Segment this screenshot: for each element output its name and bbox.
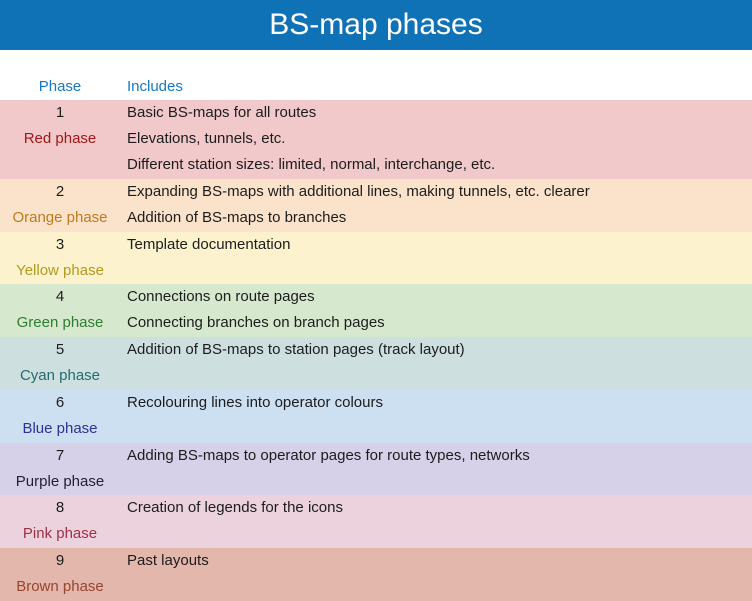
- phase-cell: 7 Purple phase: [0, 443, 120, 496]
- phase-number: 7: [55, 446, 65, 464]
- includes-cell: Past layouts: [127, 548, 752, 601]
- phase-row: 2 Orange phase Expanding BS-maps with ad…: [0, 178, 752, 232]
- phase-table-body: 1 Red phase Basic BS-maps for all routes…: [0, 100, 752, 601]
- include-item: Addition of BS-maps to branches: [127, 208, 347, 226]
- phase-row: 3 Yellow phase Template documentation: [0, 231, 752, 285]
- phase-number: 4: [55, 288, 65, 306]
- phase-label: Yellow phase: [16, 261, 104, 279]
- include-item: Connections on route pages: [127, 288, 315, 306]
- phase-cell: 8 Pink phase: [0, 495, 120, 548]
- includes-cell: Template documentation: [127, 232, 752, 285]
- phase-label: Orange phase: [12, 208, 108, 226]
- phase-number: 2: [55, 182, 65, 200]
- phase-label: Purple phase: [15, 472, 105, 490]
- includes-cell: Adding BS-maps to operator pages for rou…: [127, 443, 752, 496]
- phase-row: 6 Blue phase Recolouring lines into oper…: [0, 389, 752, 443]
- include-item: Recolouring lines into operator colours: [127, 393, 383, 411]
- includes-cell: Expanding BS-maps with additional lines,…: [127, 179, 752, 232]
- phase-number: 6: [55, 393, 65, 411]
- phase-cell: 4 Green phase: [0, 284, 120, 337]
- title-bar: BS-map phases: [0, 0, 752, 50]
- phase-label: Red phase: [23, 130, 97, 147]
- phase-number: 8: [55, 499, 65, 517]
- includes-cell: Recolouring lines into operator colours: [127, 390, 752, 443]
- phase-cell: 6 Blue phase: [0, 390, 120, 443]
- phase-number: 1: [55, 104, 65, 121]
- column-header-phase: Phase: [38, 78, 82, 95]
- include-item: Past layouts: [127, 552, 209, 570]
- phase-cell: 5 Cyan phase: [0, 337, 120, 390]
- phase-row: 1 Red phase Basic BS-maps for all routes…: [0, 100, 752, 179]
- phase-row: 9 Brown phase Past layouts: [0, 548, 752, 601]
- include-item: Creation of legends for the icons: [127, 499, 343, 517]
- phase-label: Brown phase: [16, 578, 104, 596]
- phase-row: 7 Purple phase Adding BS-maps to operato…: [0, 442, 752, 496]
- includes-cell: Creation of legends for the icons: [127, 495, 752, 548]
- phase-row: 5 Cyan phase Addition of BS-maps to stat…: [0, 337, 752, 390]
- column-header-includes: Includes: [127, 78, 183, 95]
- includes-cell: Addition of BS-maps to station pages (tr…: [127, 337, 752, 390]
- include-item: Template documentation: [127, 235, 291, 253]
- phase-cell: 2 Orange phase: [0, 179, 120, 232]
- phase-row: 8 Pink phase Creation of legends for the…: [0, 495, 752, 549]
- phase-label: Blue phase: [22, 419, 98, 437]
- phase-number: 9: [55, 552, 65, 570]
- include-item: Basic BS-maps for all routes: [127, 104, 317, 121]
- phase-label: Pink phase: [22, 525, 98, 543]
- phase-cell: 1 Red phase: [0, 100, 120, 179]
- include-item: Connecting branches on branch pages: [127, 314, 385, 332]
- phase-cell: 3 Yellow phase: [0, 232, 120, 285]
- include-item: Elevations, tunnels, etc.: [127, 130, 286, 147]
- include-item: Adding BS-maps to operator pages for rou…: [127, 446, 530, 464]
- phase-number: 3: [55, 235, 65, 253]
- column-header-row: Phase Includes: [0, 50, 752, 100]
- phase-label: Cyan phase: [19, 367, 101, 385]
- include-item: Expanding BS-maps with additional lines,…: [127, 182, 590, 200]
- phase-number: 5: [55, 341, 65, 359]
- phase-row: 4 Green phase Connections on route pages…: [0, 284, 752, 338]
- phase-cell: 9 Brown phase: [0, 548, 120, 601]
- phase-label: Green phase: [16, 314, 104, 332]
- page-title: BS-map phases: [269, 8, 483, 41]
- include-item: Different station sizes: limited, normal…: [127, 156, 496, 173]
- include-item: Addition of BS-maps to station pages (tr…: [127, 341, 465, 359]
